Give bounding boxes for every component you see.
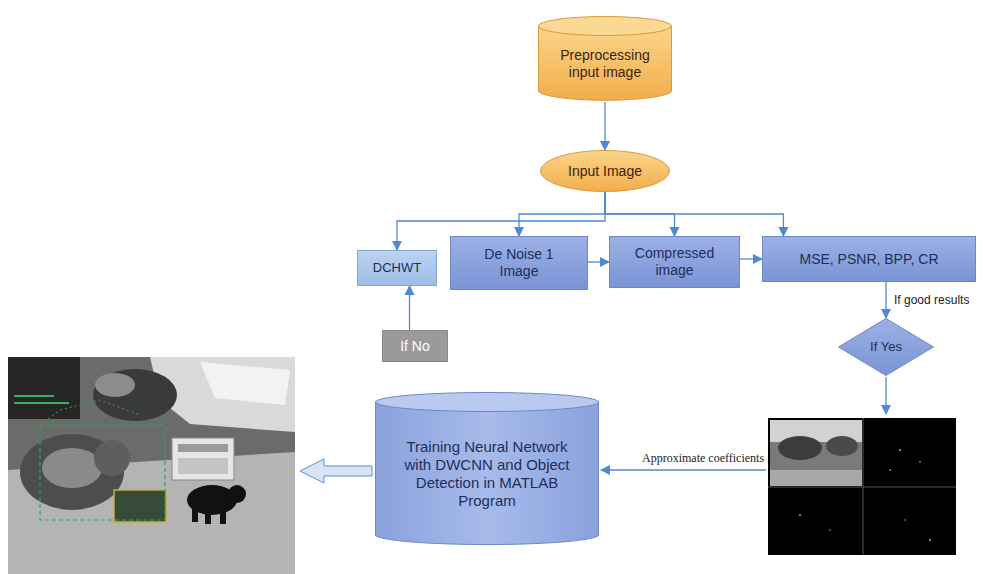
box-outline xyxy=(451,237,588,290)
detail-dot xyxy=(899,449,901,451)
box-label: Preprocessing input image xyxy=(550,47,660,81)
tree xyxy=(826,436,858,456)
road xyxy=(770,470,862,486)
small-elephant-head xyxy=(228,485,246,503)
box-label: MSE, PSNR, BPP, CR xyxy=(774,251,964,268)
statue-head xyxy=(94,440,130,476)
approx-band xyxy=(770,420,862,486)
plant xyxy=(93,369,177,421)
no-box: If No xyxy=(382,330,448,362)
box-outline xyxy=(358,251,437,286)
yes-arrow xyxy=(885,377,886,414)
coefficient-arrow xyxy=(601,469,766,470)
box-label: If Yes xyxy=(862,339,910,355)
monitor xyxy=(8,357,80,419)
leg xyxy=(220,508,226,524)
cylinder-body xyxy=(539,26,672,100)
training-cylinder: Training Neural Network with DWCNN and O… xyxy=(375,392,599,546)
leg xyxy=(205,508,211,524)
process-box: Compressed image xyxy=(609,236,740,288)
flow-arrow xyxy=(409,286,410,330)
detail-dot xyxy=(889,469,891,471)
detail-dot xyxy=(799,514,801,516)
output-photo xyxy=(8,357,295,574)
box-label: Training Neural Network with DWCNN and O… xyxy=(392,438,582,510)
ellipse-outline xyxy=(541,151,670,192)
detail-dot xyxy=(829,529,831,531)
box-label: DCHWT xyxy=(363,260,431,276)
paper xyxy=(200,362,290,405)
calculator-display xyxy=(178,444,228,452)
detail-dot xyxy=(904,519,906,521)
diamond-outline xyxy=(839,319,934,376)
cylinder-lid xyxy=(376,393,599,412)
flow-arrow xyxy=(588,261,609,262)
box-label: Compressed image xyxy=(627,245,722,279)
plant xyxy=(95,373,135,397)
flow-arrow xyxy=(519,192,605,236)
card xyxy=(114,490,166,522)
box-label: If No xyxy=(388,338,442,355)
photo-ground xyxy=(8,357,295,574)
detail-dot xyxy=(929,539,931,541)
box-outline xyxy=(610,237,740,288)
box-outline xyxy=(383,331,448,362)
output-arrow xyxy=(300,459,372,483)
box-outline xyxy=(763,237,976,282)
wavelet-image xyxy=(768,418,956,555)
cylinder-lid xyxy=(539,17,672,36)
edge-label: If good results xyxy=(892,293,971,307)
flow-arrow xyxy=(604,102,605,150)
leg xyxy=(192,506,198,522)
screen-line xyxy=(14,402,69,404)
screen-line xyxy=(14,395,54,397)
band-divider xyxy=(768,487,956,488)
wavelet-ground xyxy=(768,418,956,555)
detail-dot xyxy=(919,461,921,463)
metrics-box: MSE, PSNR, BPP, CR xyxy=(762,236,976,282)
flow-arrow xyxy=(885,282,886,318)
input-cylinder: Preprocessing input image xyxy=(538,16,672,102)
process-box: De Noise 1 Image xyxy=(450,236,588,290)
detection-box xyxy=(40,425,165,520)
statue-pattern xyxy=(42,448,102,488)
box-label: Input Image xyxy=(555,163,655,180)
calculator-keys xyxy=(178,458,228,474)
tree xyxy=(778,436,822,460)
box-label: De Noise 1 Image xyxy=(474,246,564,280)
decision-diamond: If Yes xyxy=(838,318,934,376)
cylinder-body xyxy=(376,402,599,545)
detection-trace xyxy=(20,400,140,440)
flow-arrow xyxy=(740,258,762,259)
input-ellipse: Input Image xyxy=(540,150,670,192)
process-box: DCHWT xyxy=(357,250,437,286)
arrow-note: Approximate coefficients xyxy=(640,451,766,466)
calculator xyxy=(172,438,234,480)
flow-arrow xyxy=(605,192,783,236)
